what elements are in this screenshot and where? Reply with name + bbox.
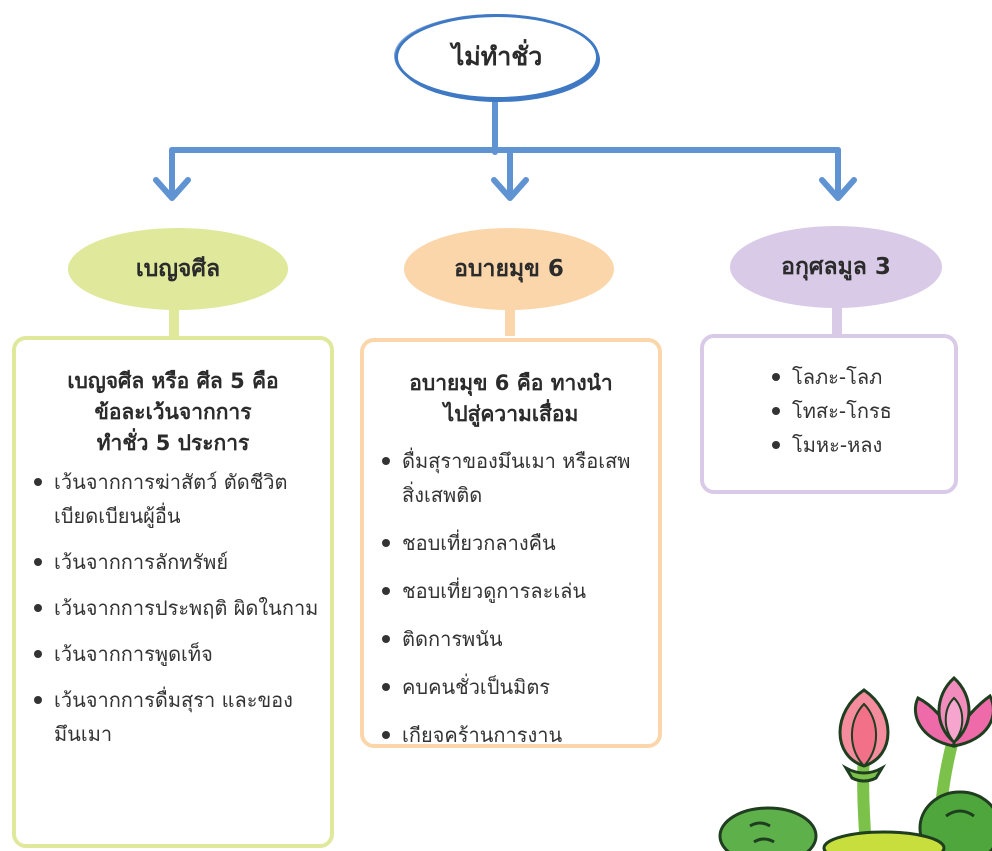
abaiyamukh-list: ดื่มสุราของมึนเมา หรือเสพสิ่งเสพติด ชอบเ… <box>364 444 658 752</box>
list-item: เว้นจากการดื่มสุรา และของมึนเมา <box>16 683 320 751</box>
branch-title-label: เบญจศีล <box>135 256 221 282</box>
heading-line: อบายมุข 6 คือ ทางนำ <box>409 371 613 395</box>
list-item: โมหะ-หลง <box>754 428 954 462</box>
akusalamul-box: โลภะ-โลภ โทสะ-โกรธ โมหะ-หลง <box>700 334 958 494</box>
branch-title-label: อบายมุข 6 <box>454 256 564 282</box>
benjasil-box: เบญจศีล หรือ ศีล 5 คือ ข้อละเว้นจากการ ท… <box>12 336 334 848</box>
heading-line: เบญจศีล หรือ ศีล 5 คือ <box>67 369 279 393</box>
heading-line: ทำชั่ว 5 ประการ <box>96 431 250 455</box>
list-item: เว้นจากการลักทรัพย์ <box>16 545 320 579</box>
lotus-flower-icon <box>718 676 992 851</box>
root-label: ไม่ทำชั่ว <box>451 42 543 71</box>
list-item: เว้นจากการฆ่าสัตว์ ตัดชีวิต เบียดเบียนผู… <box>16 465 320 533</box>
branch-title-abaiyamukh: อบายมุข 6 <box>404 228 614 310</box>
benjasil-list: เว้นจากการฆ่าสัตว์ ตัดชีวิต เบียดเบียนผู… <box>16 465 330 751</box>
branch-connector <box>505 306 515 336</box>
branch-connector <box>832 304 842 334</box>
abaiyamukh-heading: อบายมุข 6 คือ ทางนำ ไปสู่ความเสื่อม <box>364 368 658 430</box>
list-item: คบคนชั่วเป็นมิตร <box>364 670 648 704</box>
benjasil-heading: เบญจศีล หรือ ศีล 5 คือ ข้อละเว้นจากการ ท… <box>16 366 330 459</box>
heading-line: ไปสู่ความเสื่อม <box>443 402 579 426</box>
branch-title-akusalamul: อกุศลมูล 3 <box>730 226 942 308</box>
list-item: เว้นจากการประพฤติ ผิดในกาม <box>16 591 320 625</box>
list-item: โทสะ-โกรธ <box>754 394 954 428</box>
list-item: โลภะ-โลภ <box>754 360 954 394</box>
list-item: ชอบเที่ยวกลางคืน <box>364 526 648 560</box>
abaiyamukh-box: อบายมุข 6 คือ ทางนำ ไปสู่ความเสื่อม ดื่ม… <box>360 338 662 748</box>
list-item: เว้นจากการพูดเท็จ <box>16 637 320 671</box>
list-item: ดื่มสุราของมึนเมา หรือเสพสิ่งเสพติด <box>364 444 648 512</box>
branch-title-benjasil: เบญจศีล <box>68 228 288 310</box>
akusalamul-list: โลภะ-โลภ โทสะ-โกรธ โมหะ-หลง <box>704 360 954 462</box>
list-item: เกียจคร้านการงาน <box>364 718 648 752</box>
branch-connector <box>169 306 179 336</box>
list-item: ชอบเที่ยวดูการละเล่น <box>364 574 648 608</box>
branch-title-label: อกุศลมูล 3 <box>781 254 891 280</box>
list-item: ติดการพนัน <box>364 622 648 656</box>
root-node: ไม่ทำชั่ว <box>395 14 599 100</box>
heading-line: ข้อละเว้นจากการ <box>94 400 252 424</box>
